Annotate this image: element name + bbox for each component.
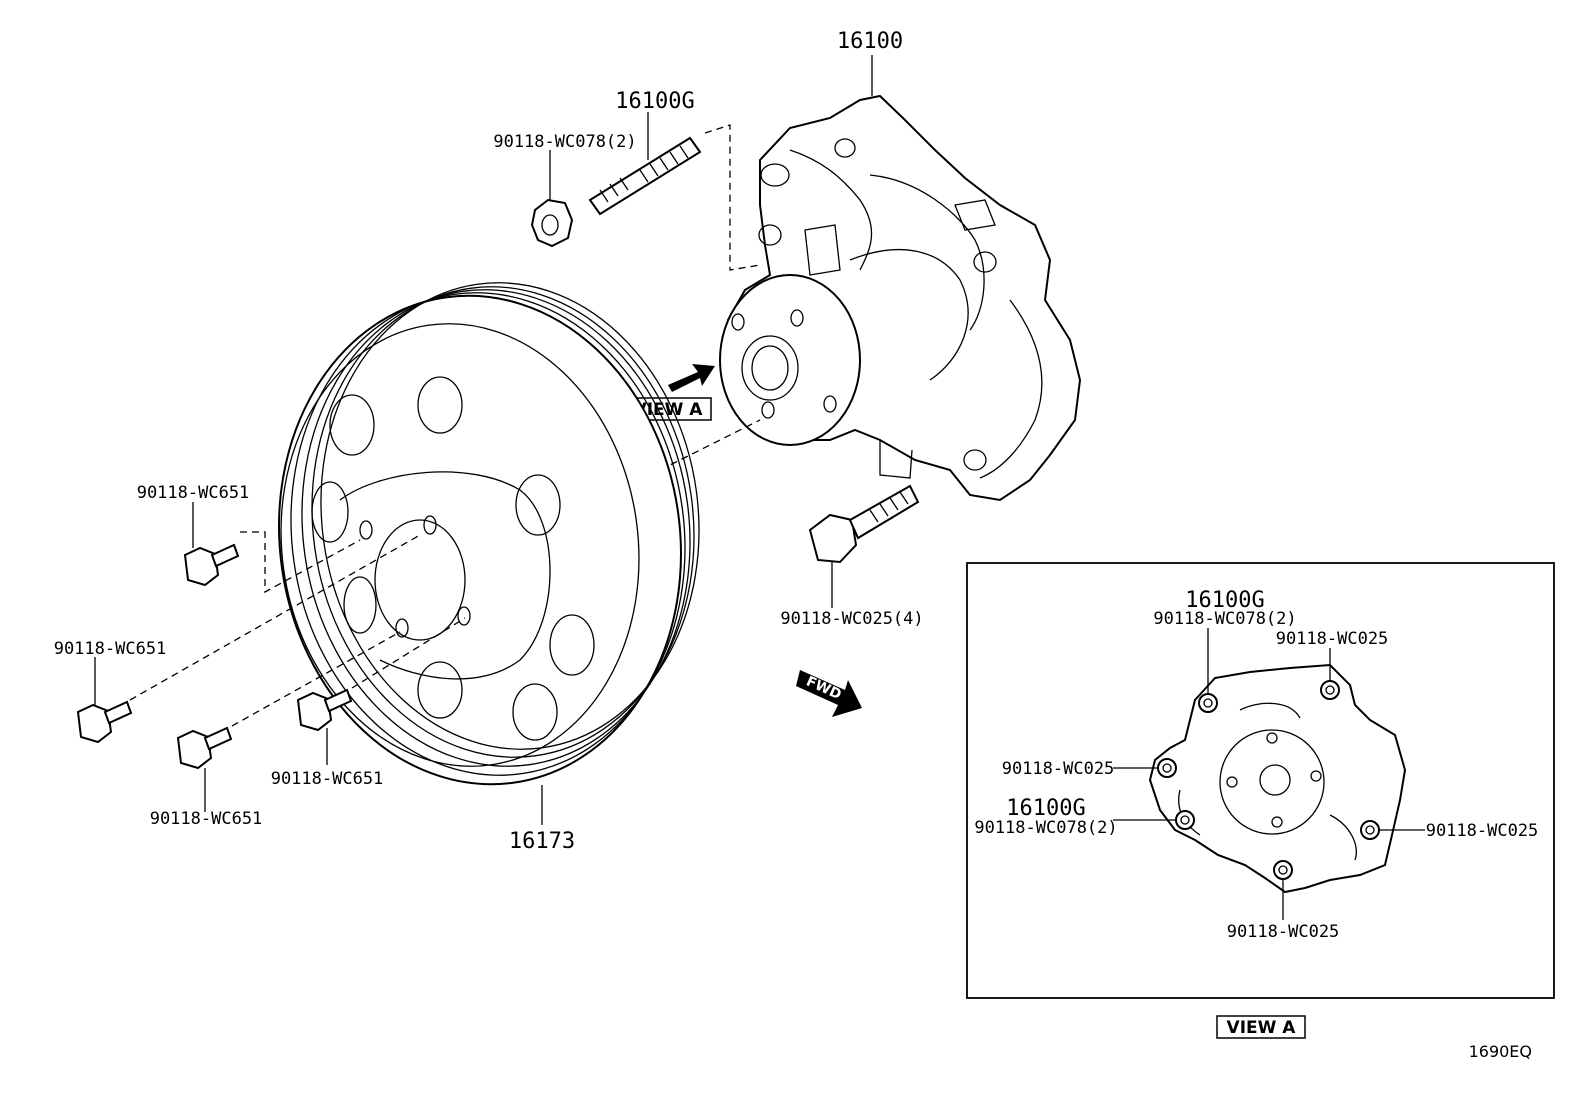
label-16100: 16100 (837, 29, 903, 54)
pulley-bolt-4[interactable] (296, 688, 353, 732)
inset-label-stud-2: 90118-WC078(2) (974, 818, 1117, 838)
view-a-label-inset: VIEW A (1227, 1018, 1297, 1038)
view-a-label-main: VIEW A (634, 400, 704, 420)
flange-nut[interactable] (530, 198, 574, 248)
stud-bolt-16100G[interactable] (588, 136, 702, 216)
diagram-code: 1690EQ (1469, 1042, 1532, 1061)
inset-label-bolt-b: 90118-WC025 (1227, 922, 1340, 942)
inset-label-stud-1: 90118-WC078(2) (1153, 609, 1296, 629)
fwd-label: FWD (804, 674, 844, 704)
label-bolt-pulley-3: 90118-WC651 (150, 809, 263, 829)
pulley-bolt-1[interactable] (183, 543, 240, 587)
pulley-bolt-3[interactable] (176, 726, 233, 770)
label-bolt-pulley-4: 90118-WC651 (271, 769, 384, 789)
label-bolt-pulley-1: 90118-WC651 (137, 483, 250, 503)
label-16100G: 16100G (615, 89, 694, 114)
pulley-16173[interactable] (248, 258, 729, 810)
inset-label-gasket-1: 16100G (1185, 588, 1264, 613)
inset-view-a (966, 562, 1555, 999)
inset-label-bolt-r: 90118-WC025 (1426, 821, 1539, 841)
fwd-arrow: FWD (796, 670, 862, 717)
label-stud-top: 90118-WC078(2) (493, 132, 636, 152)
label-bolt-pump: 90118-WC025(4) (780, 609, 923, 629)
label-16173: 16173 (509, 829, 575, 854)
pump-mounting-bolt[interactable] (808, 484, 920, 564)
inset-label-bolt-tr: 90118-WC025 (1276, 629, 1389, 649)
inset-label-gasket-2: 16100G (1006, 796, 1085, 821)
view-a-arrow (668, 364, 715, 392)
water-pump-assembly[interactable] (719, 94, 1082, 502)
pulley-bolt-2[interactable] (76, 700, 133, 744)
inset-label-bolt-l: 90118-WC025 (1002, 759, 1115, 779)
label-bolt-pulley-2: 90118-WC651 (54, 639, 167, 659)
